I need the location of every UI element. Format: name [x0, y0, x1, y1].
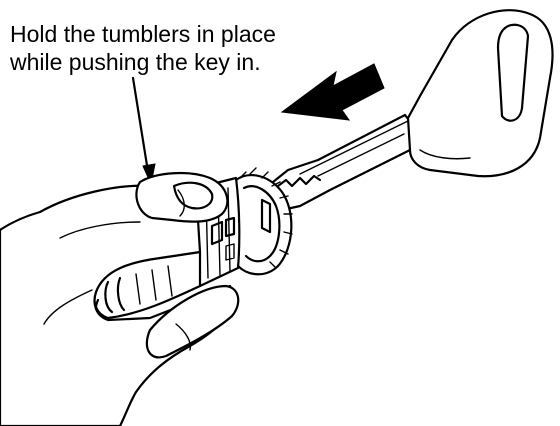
caption-line-2: while pushing the key in. — [10, 49, 261, 75]
pointer-arrow — [131, 76, 156, 186]
key-blade — [266, 113, 420, 212]
key-head — [406, 9, 554, 178]
instruction-caption: Hold the tumblers in place while pushing… — [10, 20, 340, 76]
caption-line-1: Hold the tumblers in place — [10, 21, 276, 47]
insertion-direction-arrow — [280, 63, 385, 121]
hand — [0, 171, 240, 426]
